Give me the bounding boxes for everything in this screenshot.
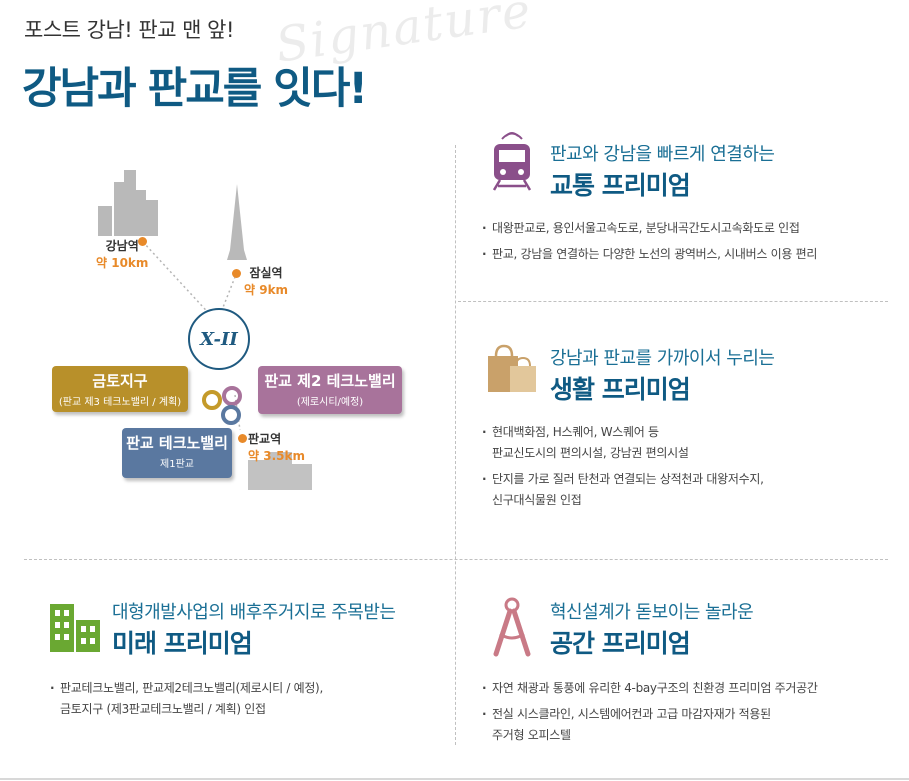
compass-icon [493, 597, 531, 657]
living-premium-section: 강남과 판교를 가까이서 누리는 생활 프리미엄 현대백화점, H스퀘어, W스… [482, 334, 886, 534]
list-item: 대왕판교로, 용인서울고속도로, 분당내곡간도시고속화도로 인접 [480, 218, 890, 239]
shopping-bag-icon [488, 344, 536, 392]
space-premium-section: 혁신설계가 돋보이는 놀라운 공간 프리미엄 자연 채광과 통풍에 유리한 4-… [482, 590, 886, 742]
future-premium-section: 대형개발사업의 배후주거지로 주목받는 미래 프리미엄 판교테크노밸리, 판교제… [48, 590, 448, 740]
traffic-subtitle: 판교와 강남을 빠르게 연결하는 [550, 144, 775, 165]
vertical-divider [455, 145, 456, 745]
page-title: 강남과 판교를 잇다! [22, 64, 368, 114]
living-subtitle: 강남과 판교를 가까이서 누리는 [550, 348, 775, 369]
gangnam-station-label: 강남역 약 10km [96, 239, 149, 270]
geumto-district-box: 금토지구 (판교 제3 테크노밸리 / 계획) [52, 366, 188, 412]
list-item: 판교, 강남을 연결하는 다양한 노선의 광역버스, 시내버스 이용 편리 [480, 244, 890, 265]
connection-rings-icon [202, 386, 242, 425]
space-title: 공간 프리미엄 [550, 629, 691, 658]
gangnam-buildings-icon [98, 170, 158, 236]
gangnam-dot [138, 237, 147, 246]
train-icon [492, 132, 532, 191]
pangyo-dot [238, 434, 247, 443]
divider-right-top [458, 301, 888, 302]
divider-middle [24, 559, 888, 560]
traffic-premium-section: 판교와 강남을 빠르게 연결하는 교통 프리미엄 대왕판교로, 용인서울고속도로… [482, 130, 886, 290]
jamsil-station-label: 잠실역 약 9km [244, 266, 289, 297]
header-subtitle: 포스트 강남! 판교 맨 앞! [24, 18, 234, 42]
living-title: 생활 프리미엄 [550, 375, 691, 404]
building-icon [50, 604, 100, 652]
map-graphics [98, 170, 312, 490]
location-map: 강남역 약 10km 잠실역 약 9km X-II 판교역 약 3.5km 금토… [40, 160, 440, 500]
traffic-bullet-list: 대왕판교로, 용인서울고속도로, 분당내곡간도시고속화도로 인접 판교, 강남을… [480, 218, 890, 270]
list-item: 단지를 가로 질러 탄천과 연결되는 상적천과 대왕저수지,신구대식물원 인접 [480, 469, 890, 511]
future-title: 미래 프리미엄 [112, 629, 253, 658]
pangyo-buildings-icon [248, 452, 312, 490]
project-logo: X-II [188, 308, 250, 370]
list-item: 판교테크노밸리, 판교제2테크노밸리(제로시티 / 예정),금토지구 (제3판교… [48, 678, 448, 720]
space-bullet-list: 자연 채광과 통풍에 유리한 4-bay구조의 친환경 프리미엄 주거공간 전실… [480, 678, 890, 751]
jamsil-dot [232, 269, 241, 278]
future-bullet-list: 판교테크노밸리, 판교제2테크노밸리(제로시티 / 예정),금토지구 (제3판교… [48, 678, 448, 725]
bottom-border [0, 778, 909, 780]
lotte-tower-icon [227, 184, 247, 260]
future-subtitle: 대형개발사업의 배후주거지로 주목받는 [112, 602, 396, 623]
project-logo-text: X-II [200, 328, 238, 350]
pangyo-techno2-box: 판교 제2 테크노밸리 (제로시티/예정) [258, 366, 402, 414]
traffic-title: 교통 프리미엄 [550, 171, 691, 200]
list-item: 자연 채광과 통풍에 유리한 4-bay구조의 친환경 프리미엄 주거공간 [480, 678, 890, 699]
space-subtitle: 혁신설계가 돋보이는 놀라운 [550, 602, 754, 623]
pangyo-techno1-box: 판교 테크노밸리 제1판교 [122, 428, 232, 478]
pangyo-station-label: 판교역 약 3.5km [248, 432, 305, 463]
